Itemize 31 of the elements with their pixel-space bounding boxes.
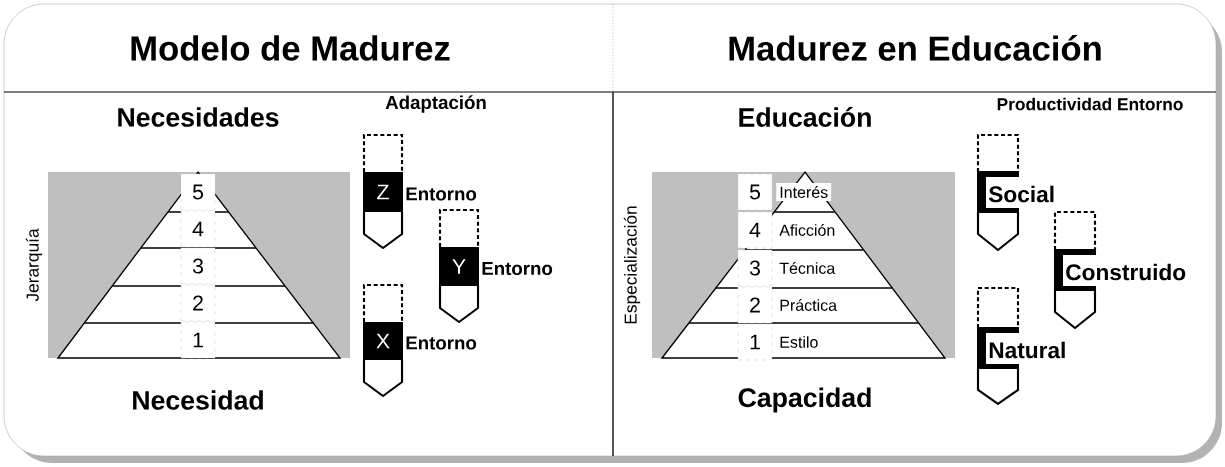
level-number: 1 (180, 321, 216, 359)
level-number: 5 (737, 173, 773, 211)
level-label: Técnica (776, 259, 839, 277)
marker-label: Entorno (406, 187, 477, 201)
column-heading: Adaptación (385, 95, 486, 113)
column-heading: Productividad Entorno (997, 97, 1183, 111)
marker-label: Entorno (406, 336, 477, 350)
axis-label: Jerarquía (25, 228, 43, 302)
level-number: 2 (737, 286, 773, 324)
marker-label: Natural (989, 341, 1065, 359)
marker-label: Construido (1066, 263, 1186, 281)
level-label: Interés (776, 183, 832, 201)
level-label: Estilo (776, 333, 822, 351)
level-number: 2 (180, 284, 216, 322)
level-label: Práctica (776, 296, 841, 314)
heading: Educación (739, 107, 871, 127)
level-number: 4 (180, 210, 216, 248)
panel-title: Madurez en Educación (729, 35, 1101, 61)
level-number: 3 (180, 247, 216, 285)
level-number: 1 (737, 323, 773, 361)
panel-title: Modelo de Madurez (131, 35, 450, 61)
level-number: 4 (737, 211, 773, 249)
marker-label: Social (988, 185, 1054, 203)
heading: Necesidad (133, 390, 263, 410)
level-number: 3 (737, 249, 773, 287)
heading: Capacidad (738, 387, 871, 413)
axis-label: Especialización (623, 206, 641, 324)
level-number: 5 (180, 173, 216, 211)
heading: Necesidades (118, 107, 279, 127)
marker-label: Entorno (482, 262, 553, 275)
level-label: Aficción (776, 221, 839, 239)
